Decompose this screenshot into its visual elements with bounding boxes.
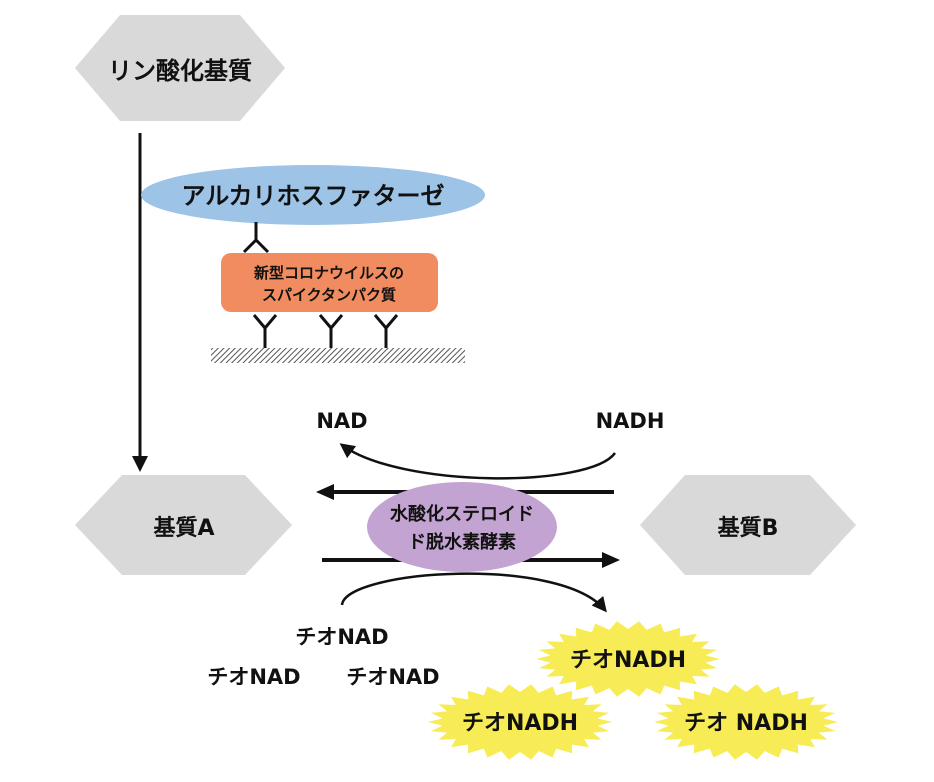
- thio-nad-label-left: チオNAD: [207, 665, 300, 689]
- conjugated-antibody: [242, 222, 270, 254]
- forward-reaction-arrowhead: [602, 552, 620, 568]
- spike-protein-label-line2: スパイクタンパク質: [262, 286, 396, 304]
- nad-label: NAD: [316, 409, 367, 433]
- thio-nadh-label-top: チオNADH: [570, 648, 686, 673]
- substrate-a-hexagon: [75, 475, 292, 575]
- dephosphorylation-arrowhead: [132, 456, 148, 472]
- spike-protein-label-line1: 新型コロナウイルスの: [254, 264, 404, 282]
- nadh-to-nad-arrow: [339, 443, 617, 480]
- reverse-reaction-arrowhead: [316, 484, 334, 500]
- solid-surface: [211, 348, 465, 363]
- phospho-substrate-label: リン酸化基質: [108, 57, 252, 85]
- thio-nadh-label-right: チオ NADH: [684, 711, 808, 736]
- spike-protein-box: [221, 253, 438, 312]
- enzyme-label-line1: 水酸化ステロイド: [390, 503, 534, 525]
- thio-nadh-label-left: チオNADH: [462, 711, 578, 736]
- thio-nadh-starburst-top: [536, 621, 720, 697]
- substrate-b-label: 基質B: [718, 516, 779, 541]
- enzyme-label-line2: ド脱水素酵素: [408, 531, 516, 553]
- capture-antibodies: [252, 314, 399, 348]
- alkaline-phosphatase-ellipse: [141, 165, 485, 225]
- thio-nadh-starburst-right: [654, 684, 838, 760]
- thio-nad-label-top: チオNAD: [295, 625, 388, 649]
- substrate-a-label: 基質A: [153, 516, 214, 541]
- nadh-label: NADH: [596, 409, 665, 433]
- alkaline-phosphatase-label: アルカリホスファターゼ: [181, 182, 444, 210]
- enzyme-ellipse: [367, 482, 557, 572]
- substrate-b-hexagon: [640, 475, 856, 575]
- thio-nadh-starburst-left: [428, 684, 612, 760]
- phospho-substrate-hexagon: [75, 15, 285, 121]
- thio-nad-label-right: チオNAD: [346, 665, 439, 689]
- thionad-to-thionadh-arrow: [340, 572, 607, 613]
